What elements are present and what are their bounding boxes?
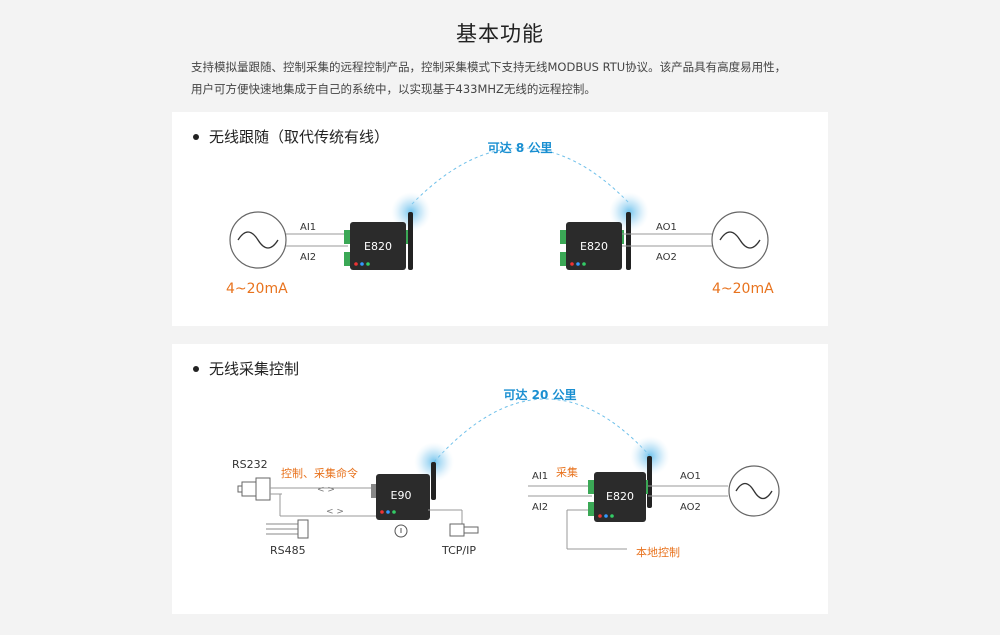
ai2-label: AI2	[532, 502, 548, 513]
section-heading: 无线跟随（取代传统有线）	[209, 128, 389, 146]
wireless-collect-control-diagram: 无线采集控制 可达 20 公里 RS232 控制、采集命令 < > < > RS…	[193, 360, 780, 559]
bullet-icon	[193, 366, 199, 372]
rs485-arrow: < >	[326, 507, 344, 517]
intro-line-2: 用户可方便快速地集成于自己的系统中，以实现基于433MHZ无线的远程控制。	[191, 82, 596, 96]
ai1-label: AI1	[532, 471, 548, 482]
right-sine-output-icon	[711, 211, 769, 269]
ao2-label: AO2	[680, 502, 701, 513]
range-label: 可达 8 公里	[488, 140, 553, 155]
sine-output-icon	[728, 465, 780, 517]
left-sine-source-icon	[229, 211, 287, 269]
intro-line-1: 支持模拟量跟随、控制采集的远程控制产品，控制采集模式下支持无线MODBUS RT…	[191, 60, 787, 74]
wireless-collect-control-card: 无线采集控制 可达 20 公里 RS232 控制、采集命令 < > < > RS…	[172, 344, 828, 614]
ethernet-connector-icon	[449, 523, 479, 537]
left-signal-label: 4~20mA	[226, 281, 288, 297]
rs485-label: RS485	[270, 544, 306, 557]
wireless-follow-card: 无线跟随（取代传统有线） 可达 8 公里 AI1 AI2 4~20mA E820…	[172, 112, 828, 326]
right-e820-device-icon	[560, 192, 649, 270]
right-signal-label: 4~20mA	[712, 281, 774, 297]
range-label: 可达 20 公里	[503, 387, 576, 402]
right-device-label: E820	[580, 240, 608, 253]
intro-text: 支持模拟量跟随、控制采集的远程控制产品，控制采集模式下支持无线MODBUS RT…	[191, 56, 821, 100]
e90-device-label: E90	[391, 489, 412, 502]
ao1-label: AO1	[680, 471, 701, 482]
ai1-label: AI1	[300, 222, 316, 233]
rs232-arrow: < >	[317, 485, 335, 495]
wireless-follow-diagram: 无线跟随（取代传统有线） 可达 8 公里 AI1 AI2 4~20mA E820…	[193, 128, 774, 297]
tcpip-label: TCP/IP	[441, 544, 476, 557]
page-title: 基本功能	[456, 22, 544, 46]
bullet-icon	[193, 134, 199, 140]
left-device-label: E820	[364, 240, 392, 253]
section-heading: 无线采集控制	[209, 360, 299, 378]
command-label: 控制、采集命令	[281, 466, 358, 480]
wireless-link-arc	[411, 147, 631, 205]
left-e820-device-icon	[344, 192, 431, 270]
ao1-label: AO1	[656, 222, 677, 233]
power-icon	[394, 524, 408, 538]
local-control-label: 本地控制	[636, 545, 680, 559]
right-e820-device-icon	[588, 436, 670, 522]
rs232-label: RS232	[232, 458, 268, 471]
collect-label: 采集	[556, 465, 578, 479]
rs232-connector-icon	[237, 477, 271, 501]
right-device-label: E820	[606, 490, 634, 503]
ao2-label: AO2	[656, 252, 677, 263]
wireless-link-arc	[433, 398, 651, 463]
rs485-terminal-icon	[266, 519, 309, 539]
ai2-label: AI2	[300, 252, 316, 263]
e90-device-icon	[371, 442, 454, 520]
